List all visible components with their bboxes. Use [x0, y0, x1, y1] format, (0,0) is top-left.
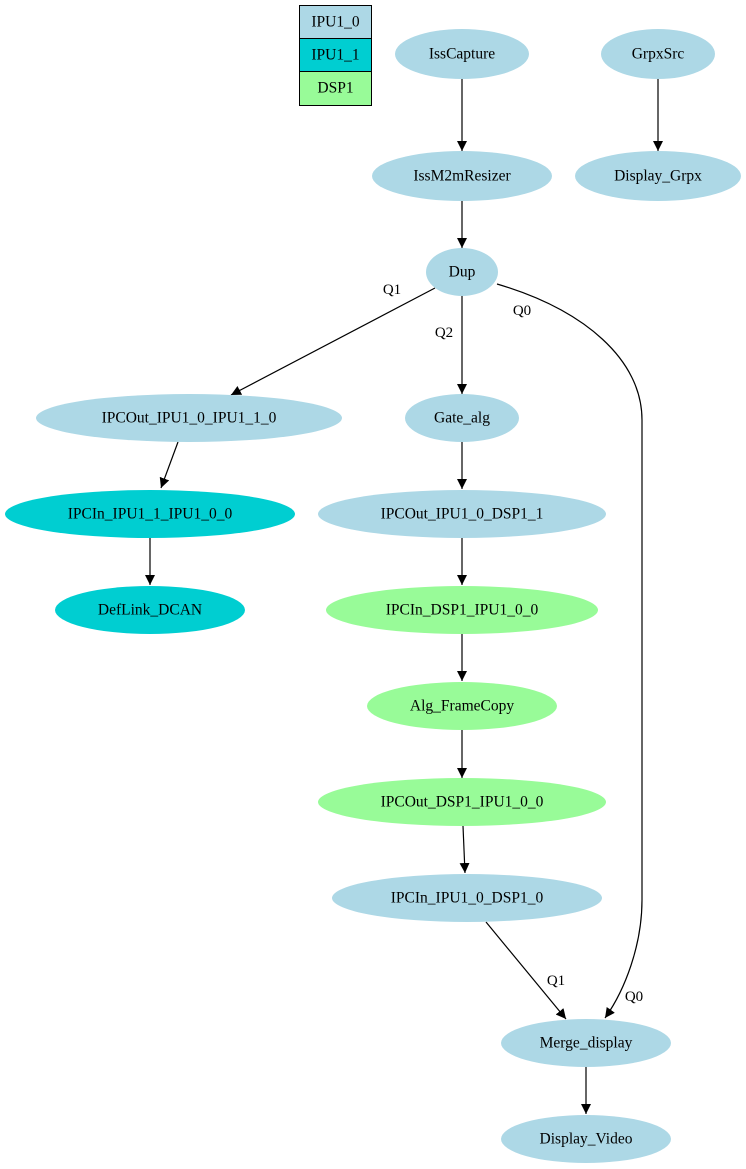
- edge-label-merge-q0: Q0: [625, 989, 643, 1005]
- svg-text:IPCIn_DSP1_IPU1_0_0: IPCIn_DSP1_IPU1_0_0: [386, 602, 539, 619]
- svg-text:Display_Grpx: Display_Grpx: [614, 168, 702, 185]
- edge-dup-ipcout-ipu1-1: [230, 287, 436, 396]
- node-merge-display: Merge_display: [501, 1019, 671, 1067]
- edge-label-ipcin-ipu1-0-q1: Q1: [547, 973, 565, 989]
- svg-text:GrpxSrc: GrpxSrc: [632, 46, 685, 63]
- legend-label-ipu1-0: IPU1_0: [311, 14, 359, 31]
- node-isscapture: IssCapture: [395, 29, 529, 79]
- edge-ipcout-dsp1-ipu1-ipcin-ipu1-0: [459, 825, 470, 874]
- node-alg-framecopy: Alg_FrameCopy: [367, 682, 557, 730]
- svg-text:DefLink_DCAN: DefLink_DCAN: [98, 602, 202, 619]
- legend-label-ipu1-1: IPU1_1: [311, 47, 359, 64]
- svg-text:Alg_FrameCopy: Alg_FrameCopy: [410, 698, 514, 715]
- node-ipcin-ipu1-0-dsp1-0: IPCIn_IPU1_0_DSP1_0: [332, 874, 602, 922]
- edge-ipcin-ipu1-0-merge-display: [485, 921, 567, 1020]
- node-dup: Dup: [426, 248, 498, 296]
- legend-swatch-ipu1-1: [299, 38, 372, 72]
- svg-text:Dup: Dup: [449, 264, 476, 281]
- legend-swatch-ipu1-0: [299, 5, 372, 39]
- svg-text:Gate_alg: Gate_alg: [434, 410, 490, 427]
- edges: [145, 79, 663, 1114]
- svg-text:Merge_display: Merge_display: [540, 1035, 633, 1052]
- svg-text:IPCOut_IPU1_0_DSP1_1: IPCOut_IPU1_0_DSP1_1: [381, 506, 544, 523]
- svg-text:IPCIn_IPU1_0_DSP1_0: IPCIn_IPU1_0_DSP1_0: [391, 890, 544, 907]
- edge-ipcout-ipcin-ipu1-1: [159, 441, 179, 489]
- edge-label-dup-q2: Q2: [435, 325, 453, 341]
- node-ipcout-dsp1-ipu1-0-0: IPCOut_DSP1_IPU1_0_0: [318, 778, 606, 826]
- node-gate-alg: Gate_alg: [405, 394, 519, 442]
- node-issm2mresizer: IssM2mResizer: [372, 151, 552, 201]
- svg-text:IssM2mResizer: IssM2mResizer: [413, 168, 511, 185]
- node-deflink-dcan: DefLink_DCAN: [55, 586, 245, 634]
- node-ipcout-ipu1-0-dsp1-1: IPCOut_IPU1_0_DSP1_1: [318, 490, 606, 538]
- legend-label-dsp1: DSP1: [317, 80, 353, 97]
- legend: IPU1_0 IPU1_1 DSP1: [299, 5, 372, 106]
- node-display-grpx: Display_Grpx: [575, 151, 741, 201]
- svg-text:IPCOut_IPU1_0_IPU1_1_0: IPCOut_IPU1_0_IPU1_1_0: [102, 410, 277, 427]
- svg-text:IssCapture: IssCapture: [429, 46, 495, 63]
- edge-labels: Q1 Q2 Q0 Q1 Q0: [383, 282, 643, 1005]
- node-ipcin-ipu1-1-ipu1-0-0: IPCIn_IPU1_1_IPU1_0_0: [5, 490, 295, 538]
- node-ipcin-dsp1-ipu1-0-0: IPCIn_DSP1_IPU1_0_0: [326, 586, 598, 634]
- node-grpxsrc: GrpxSrc: [601, 29, 715, 79]
- edge-label-dup-q1: Q1: [383, 282, 401, 298]
- node-ipcout-ipu1-0-ipu1-1-0: IPCOut_IPU1_0_IPU1_1_0: [36, 394, 342, 442]
- edge-label-dup-q0: Q0: [513, 303, 531, 319]
- svg-text:IPCIn_IPU1_1_IPU1_0_0: IPCIn_IPU1_1_IPU1_0_0: [68, 506, 233, 523]
- svg-text:Display_Video: Display_Video: [540, 1131, 633, 1148]
- edge-dup-merge-display: [496, 283, 643, 1019]
- nodes: IssCapture GrpxSrc IssM2mResizer Display…: [5, 29, 741, 1163]
- legend-swatch-dsp1: [299, 71, 372, 106]
- svg-text:IPCOut_DSP1_IPU1_0_0: IPCOut_DSP1_IPU1_0_0: [381, 794, 544, 811]
- node-display-video: Display_Video: [501, 1115, 671, 1163]
